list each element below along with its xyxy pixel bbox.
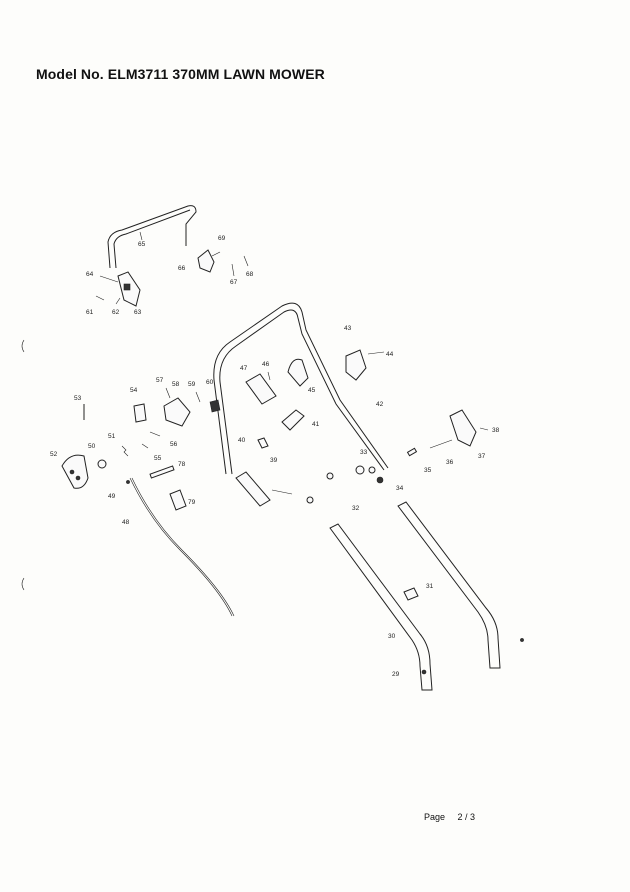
part-number-30: 30 xyxy=(388,633,396,640)
part-number-52: 52 xyxy=(50,451,58,458)
part-number-79: 79 xyxy=(188,499,196,506)
part-60-gear xyxy=(209,399,221,413)
part-number-49: 49 xyxy=(108,493,116,500)
part-number-68: 68 xyxy=(246,271,254,278)
part-number-55: 55 xyxy=(154,455,162,462)
part-56-pin xyxy=(149,431,161,437)
part-number-67: 67 xyxy=(230,279,238,286)
small-screw xyxy=(520,638,524,642)
part-number-36: 36 xyxy=(446,459,454,466)
page-title: Model No. ELM3711 370MM LAWN MOWER xyxy=(36,66,325,82)
part-number-51: 51 xyxy=(108,433,116,440)
part-number-31: 31 xyxy=(426,583,434,590)
margin-mark xyxy=(21,339,25,353)
part-number-61: 61 xyxy=(86,309,94,316)
part-number-46: 46 xyxy=(262,361,270,368)
part-number-69: 69 xyxy=(218,235,226,242)
part-42-upper-handle xyxy=(213,302,389,475)
part-number-32: 32 xyxy=(352,505,360,512)
part-79-connector xyxy=(169,489,187,511)
part-number-48: 48 xyxy=(122,519,130,526)
page-label: Page xyxy=(424,812,446,822)
part-54-block xyxy=(133,403,147,423)
part-number-39: 39 xyxy=(270,457,278,464)
part-52-side-plate xyxy=(61,454,89,489)
part-number-62: 62 xyxy=(112,309,120,316)
part-29-screw xyxy=(421,669,427,675)
page-number: 2 / 3 xyxy=(457,812,476,822)
part-number-43: 43 xyxy=(344,325,352,332)
part-number-33: 33 xyxy=(360,449,368,456)
part-number-59: 59 xyxy=(188,381,196,388)
part-number-50: 50 xyxy=(88,443,96,450)
part-43-lock-housing xyxy=(345,349,385,381)
part-number-78: 78 xyxy=(178,461,186,468)
part-number-38: 38 xyxy=(492,427,500,434)
part-number-63: 63 xyxy=(134,309,142,316)
part-number-53: 53 xyxy=(74,395,82,402)
part-65-bail-handle xyxy=(107,205,197,269)
part-number-37: 37 xyxy=(478,453,486,460)
part-32-knob xyxy=(355,465,384,484)
part-66-clip xyxy=(197,249,249,277)
part-number-29: 29 xyxy=(392,671,400,678)
part-number-60: 60 xyxy=(206,379,214,386)
part-51-spring xyxy=(121,445,129,457)
part-45-clip xyxy=(287,358,309,387)
part-50-nut xyxy=(97,459,107,469)
margin-mark xyxy=(21,577,25,591)
page-footer: Page 2 / 3 xyxy=(424,812,485,822)
part-number-56: 56 xyxy=(170,441,178,448)
part-number-65: 65 xyxy=(138,241,146,248)
part-55-pin xyxy=(141,443,149,449)
part-58-housing xyxy=(163,397,191,427)
part-41-lever xyxy=(281,409,305,431)
part-number-57: 57 xyxy=(156,377,164,384)
part-57-screw xyxy=(165,387,171,399)
part-39-bolt xyxy=(257,437,269,449)
part-number-58: 58 xyxy=(172,381,180,388)
part-48-cable xyxy=(129,477,233,617)
part-30-lower-handle xyxy=(329,501,501,691)
part-labels: 65 64 61 62 63 66 69 67 68 43 44 46 47 4… xyxy=(50,235,500,678)
part-47-bracket xyxy=(245,371,277,405)
part-37-lever xyxy=(449,409,477,447)
part-number-40: 40 xyxy=(238,437,246,444)
part-number-44: 44 xyxy=(386,351,394,358)
part-handle-grip xyxy=(235,471,334,507)
part-number-34: 34 xyxy=(396,485,404,492)
part-number-64: 64 xyxy=(86,271,94,278)
part-number-41: 41 xyxy=(312,421,320,428)
part-number-66: 66 xyxy=(178,265,186,272)
part-number-54: 54 xyxy=(130,387,138,394)
part-78-rod xyxy=(149,465,175,479)
part-31-knob xyxy=(403,587,419,601)
part-38-screw xyxy=(479,427,489,431)
part-49-screw xyxy=(126,480,130,484)
part-number-42: 42 xyxy=(376,401,384,408)
part-number-45: 45 xyxy=(308,387,316,394)
part-36-bolt xyxy=(406,439,453,457)
part-number-47: 47 xyxy=(240,365,248,372)
part-59-screw xyxy=(195,391,201,403)
part-63-switch-box xyxy=(95,271,141,307)
part-number-35: 35 xyxy=(424,467,432,474)
